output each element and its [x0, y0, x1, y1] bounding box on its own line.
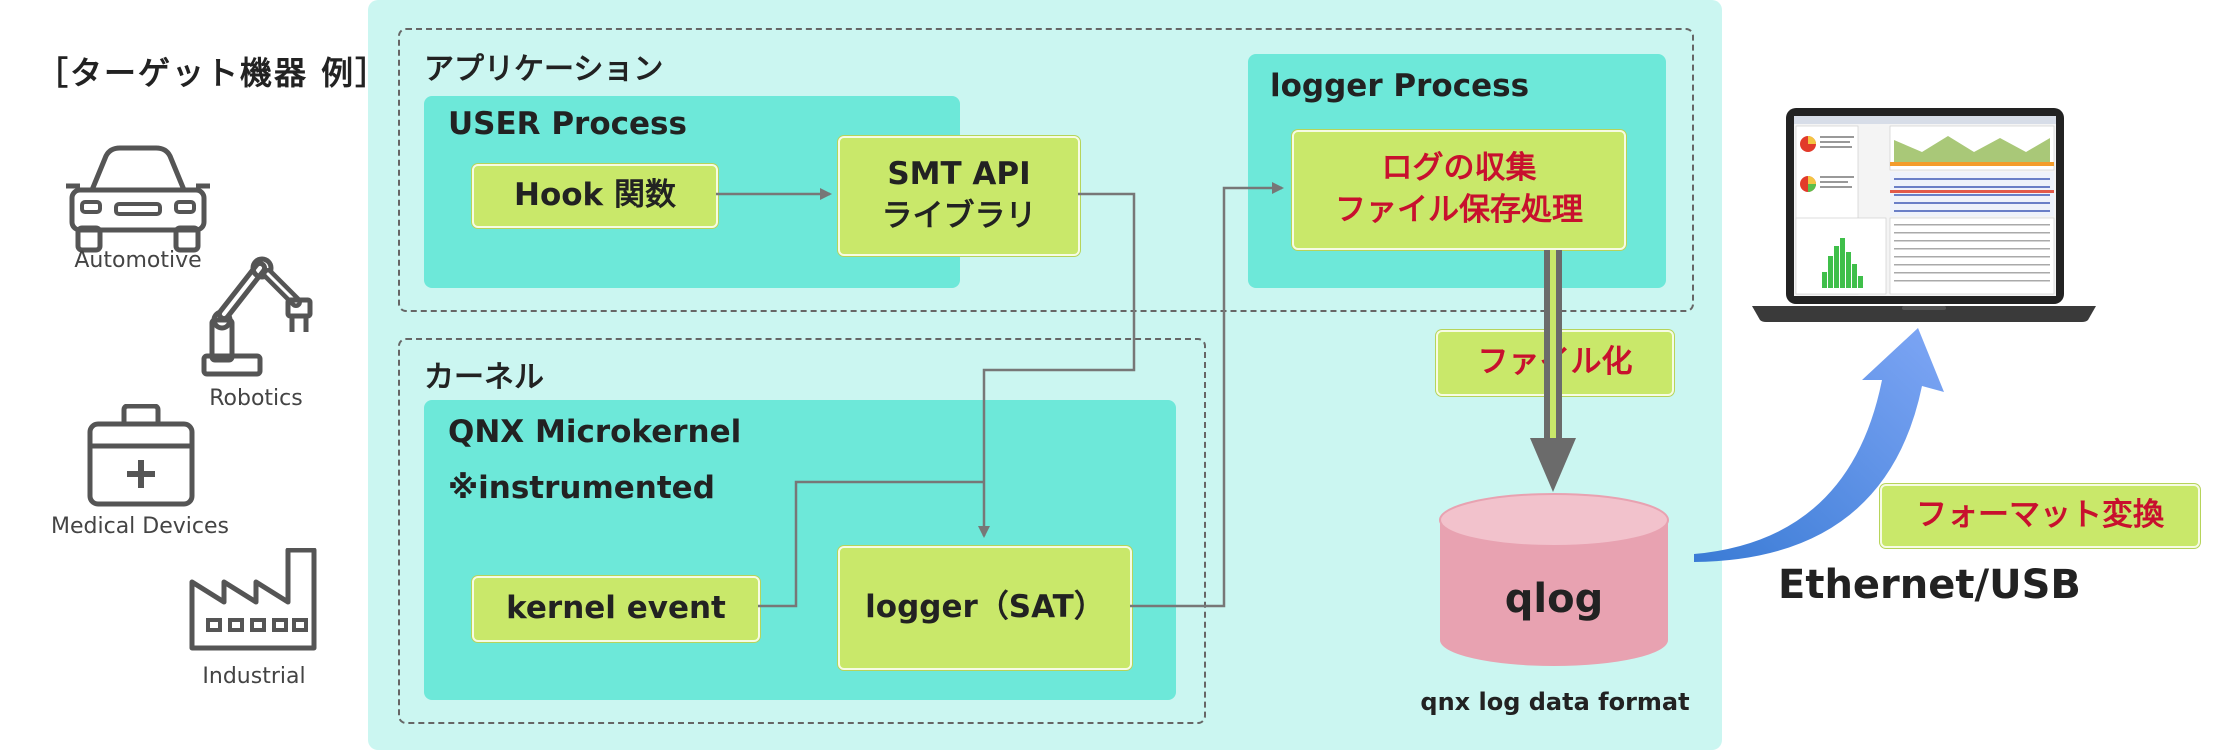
transfer-arrow	[1694, 328, 1944, 562]
application-section	[398, 28, 1694, 312]
car-icon	[66, 145, 210, 253]
kernel-section	[398, 338, 1206, 724]
application-section-label: アプリケーション	[424, 52, 664, 87]
log-collection-label: ログの収集	[1381, 150, 1537, 187]
device-label-medical-devices: Medical Devices	[51, 514, 229, 539]
device-label-industrial: Industrial	[202, 664, 306, 689]
smt-api-library-box: SMT API ライブラリ	[838, 136, 1080, 256]
kernel-section-label: カーネル	[424, 360, 544, 395]
qnx-microkernel-label: QNX Microkernel	[448, 414, 742, 450]
medical-kit-icon	[87, 404, 195, 507]
collection-to-qlog-arrowhead	[1530, 438, 1576, 492]
qlog-cylinder	[1439, 493, 1669, 666]
format-conversion-label: フォーマット変換	[1916, 497, 2164, 534]
target-devices-title: ［ターゲット機器 例］	[36, 54, 390, 92]
library-label: ライブラリ	[881, 198, 1037, 234]
kernel-event-to-logger-arrow	[758, 480, 984, 608]
factory-icon	[189, 548, 317, 651]
format-conversion-box: フォーマット変換	[1880, 484, 2200, 548]
robot-arm-icon	[201, 256, 313, 377]
qlog-label: qlog	[1504, 576, 1604, 622]
laptop-icon	[1752, 108, 2096, 322]
instrumented-note: ※instrumented	[448, 470, 715, 506]
device-label-robotics: Robotics	[209, 386, 303, 411]
api-to-logger-arrow	[978, 192, 1136, 538]
file-save-label: ファイル保存処理	[1335, 192, 1583, 228]
log-collection-box: ログの収集 ファイル保存処理	[1292, 130, 1626, 250]
hook-function-box: Hook 関数	[472, 164, 718, 228]
hook-function-label: Hook 関数	[514, 177, 676, 214]
logger-sat-box: logger（SAT）	[838, 546, 1132, 670]
logger-process-label: logger Process	[1270, 68, 1530, 104]
device-label-automotive: Automotive	[74, 248, 202, 273]
smt-api-label: SMT API	[887, 156, 1031, 193]
ethernet-usb-label: Ethernet/USB	[1778, 562, 2081, 608]
kernel-event-box: kernel event	[472, 576, 760, 642]
qnx-log-format-caption: qnx log data format	[1420, 688, 1690, 716]
logger-sat-label: logger（SAT）	[865, 589, 1105, 626]
sat-to-collection-arrow	[1130, 182, 1284, 608]
kernel-event-label: kernel event	[506, 590, 726, 627]
user-process-label: USER Process	[448, 106, 687, 142]
